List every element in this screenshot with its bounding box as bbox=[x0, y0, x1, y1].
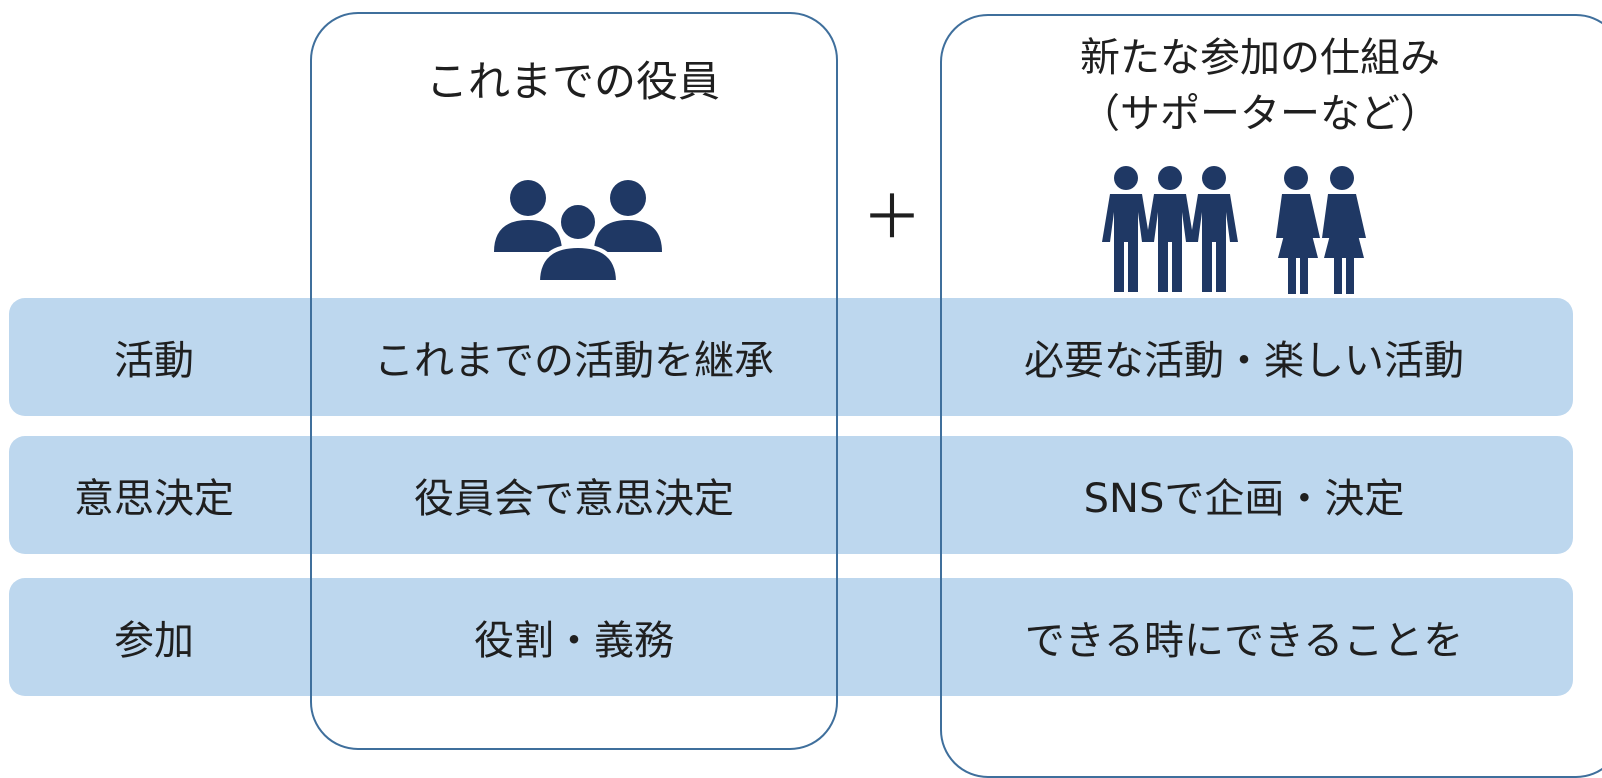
cell-new-activity: 必要な活動・楽しい活動 bbox=[1024, 338, 1464, 384]
cell-old-decision: 役員会で意思決定 bbox=[414, 476, 734, 522]
cell-old-activity: これまでの活動を継承 bbox=[374, 338, 774, 384]
row-label-participation: 参加 bbox=[114, 618, 194, 664]
column-title-new: 新たな参加の仕組み （サポーターなど） bbox=[940, 30, 1580, 142]
cell-old-participation: 役割・義務 bbox=[474, 618, 674, 664]
row-decision: 意思決定 役員会で意思決定 SNSで企画・決定 bbox=[9, 436, 1573, 554]
row-activity: 活動 これまでの活動を継承 必要な活動・楽しい活動 bbox=[9, 298, 1573, 416]
column-title-new-line2: （サポーターなど） bbox=[1080, 91, 1440, 137]
row-label-activity: 活動 bbox=[114, 338, 194, 384]
column-title-old: これまでの役員 bbox=[425, 57, 720, 106]
row-participation: 参加 役割・義務 できる時にできることを bbox=[9, 578, 1573, 696]
people-group-icon bbox=[494, 180, 662, 284]
cell-new-participation: できる時にできることを bbox=[1024, 618, 1464, 664]
row-label-decision: 意思決定 bbox=[74, 476, 234, 522]
plus-connector: ＋ bbox=[862, 183, 922, 253]
cell-new-decision: SNSで企画・決定 bbox=[1083, 476, 1405, 522]
crowd-icon bbox=[1102, 166, 1366, 294]
column-title-new-line1: 新たな参加の仕組み bbox=[1080, 35, 1440, 81]
